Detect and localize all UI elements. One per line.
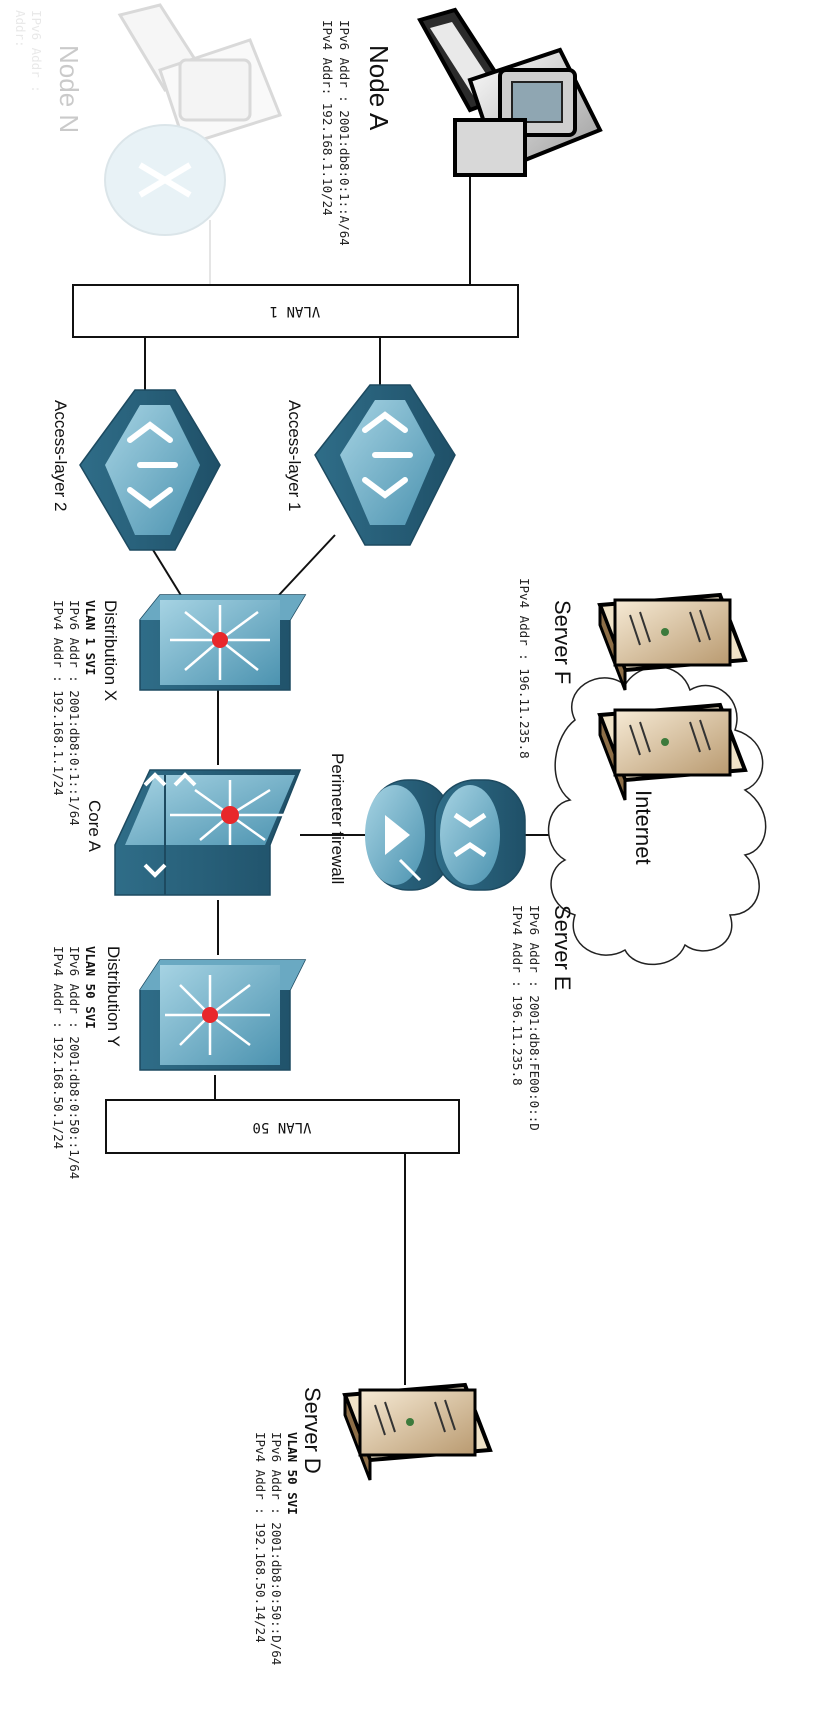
distribution-y-ipv4: IPv4 Addr : 192.168.50.1/24 (51, 946, 66, 1149)
links (144, 175, 575, 1385)
firewall-icon (365, 779, 451, 891)
access-layer-2-name: Access-layer 2 (51, 400, 70, 511)
server-d-ipv4: IPv4 Addr : 192.168.50.14/24 (253, 1432, 268, 1643)
distribution-x-name: Distribution X (101, 600, 120, 701)
node-a-ipv4: IPv4 Addr: 192.168.1.10/24 (320, 20, 335, 216)
server-d-name: Server D (300, 1387, 325, 1474)
distribution-y-ipv6: IPv6 Addr : 2001:db8:0:50::1/64 (67, 946, 82, 1179)
core-a[interactable]: Core A (85, 769, 302, 896)
server-e-ipv4: IPv4 Addr : 196.11.235.8 (510, 905, 525, 1086)
server-d-ipv6: IPv6 Addr : 2001:db8:0:50::D/64 (269, 1432, 284, 1665)
internet-name: Internet (631, 790, 656, 865)
server-f-ipv4: IPv4 Addr : 196.11.235.8 (517, 578, 532, 759)
access-layer-1-switch-icon (314, 384, 456, 546)
distribution-y[interactable]: Distribution Y VLAN 50 SVI IPv6 Addr : 2… (51, 946, 307, 1179)
vlan1-label: VLAN 1 (270, 303, 321, 319)
server-d-icon (342, 1382, 493, 1481)
access-layer-1-name: Access-layer 1 (285, 400, 304, 511)
node-n-router-icon (104, 124, 226, 236)
distribution-x-ipv4: IPv4 Addr : 192.168.1.1/24 (51, 600, 66, 796)
distribution-y-switch-icon (139, 959, 307, 1071)
perimeter-firewall[interactable]: Perimeter firewall (328, 753, 526, 891)
distribution-y-svi: VLAN 50 SVI (83, 946, 98, 1029)
perimeter-firewall-name: Perimeter firewall (328, 753, 347, 884)
server-f-name: Server F (550, 600, 575, 684)
server-e[interactable]: Server E IPv6 Addr : 2001:db8:FE00:0::D … (510, 702, 748, 1131)
node-n-workstation-icon (117, 3, 282, 147)
node-a-ipv6: IPv6 Addr : 2001:db8:0:1::A/64 (337, 20, 352, 246)
node-n-name: Node N (54, 45, 84, 133)
distribution-x-ipv6: IPv6 Addr : 2001:db8:0:1::1/64 (67, 600, 82, 826)
vlan1-segment[interactable]: VLAN 1 (72, 284, 519, 338)
core-a-switch-icon (114, 769, 302, 896)
server-e-icon (597, 702, 748, 801)
router-icon (434, 779, 526, 891)
core-a-name: Core A (85, 800, 104, 853)
vlan50-label: VLAN 50 (252, 1119, 311, 1135)
access-layer-1[interactable]: Access-layer 1 (285, 384, 456, 546)
vlan50-segment[interactable]: VLAN 50 (105, 1099, 460, 1154)
server-e-ipv6: IPv6 Addr : 2001:db8:FE00:0::D (527, 905, 542, 1131)
node-a-name: Node A (364, 45, 394, 131)
access-layer-2-switch-icon (79, 389, 221, 551)
workstation-icon (417, 7, 603, 177)
server-e-name: Server E (550, 905, 575, 991)
node-n-ipv4: Addr: (13, 10, 28, 48)
server-d[interactable]: Server D VLAN 50 SVI IPv6 Addr : 2001:db… (253, 1382, 493, 1665)
server-f-icon (597, 592, 748, 691)
node-a[interactable]: Node A IPv6 Addr : 2001:db8:0:1::A/64 IP… (320, 7, 603, 246)
distribution-x-switch-icon (139, 594, 307, 691)
distribution-y-name: Distribution Y (104, 946, 123, 1047)
node-n-ipv6: IPv6 Addr : (29, 10, 44, 93)
distribution-x-svi: VLAN 1 SVI (83, 600, 98, 675)
distribution-x[interactable]: Distribution X VLAN 1 SVI IPv6 Addr : 20… (51, 594, 307, 826)
server-f[interactable]: Server F IPv4 Addr : 196.11.235.8 (517, 578, 748, 759)
node-n[interactable]: Node N IPv6 Addr : Addr: (13, 3, 282, 236)
access-layer-2[interactable]: Access-layer 2 (51, 389, 221, 551)
server-d-svi: VLAN 50 SVI (285, 1432, 300, 1515)
